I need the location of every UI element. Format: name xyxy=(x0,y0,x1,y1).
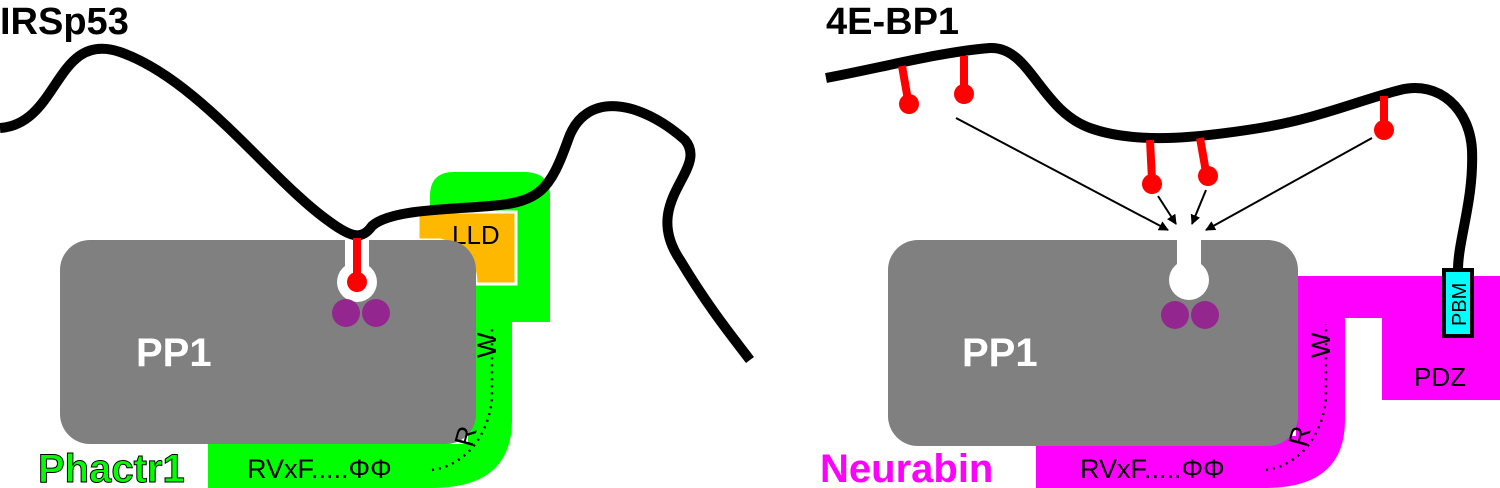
phactr1-label: Phactr1 xyxy=(38,447,185,488)
arrow-icon xyxy=(955,117,1169,231)
right-panel: 4E-BP1 PP1 PBM xyxy=(820,1,1500,488)
motif-dotted-link-right xyxy=(1265,324,1328,472)
phosphosites xyxy=(898,56,1394,194)
lollipop-icon xyxy=(1198,166,1218,186)
left-panel-title: IRSp53 xyxy=(0,1,129,43)
pp1-core-left xyxy=(60,240,476,444)
lollipop-icon xyxy=(1374,120,1394,140)
left-panel: IRSp53 LLD PP1 RVxF.....ΦΦ R W Phactr1 xyxy=(0,1,754,488)
pdz-label: PDZ xyxy=(1414,362,1466,392)
active-site-pocket-right xyxy=(1169,260,1209,300)
lollipop-icon xyxy=(347,272,367,292)
pp1-label-left: PP1 xyxy=(136,331,212,375)
arrow-icon xyxy=(1157,195,1177,225)
metal-ion-icon xyxy=(1191,301,1219,329)
pbm-label: PBM xyxy=(1449,283,1471,326)
metal-ion-icon xyxy=(1161,301,1189,329)
motif-dotted-link-left xyxy=(431,328,494,472)
residue-w-label-left: W xyxy=(472,332,502,358)
metal-ion-icon xyxy=(332,299,360,327)
neurabin-label: Neurabin xyxy=(820,447,993,488)
arrow-icon xyxy=(1190,189,1207,225)
dephosphorylation-arrows xyxy=(955,117,1373,231)
lollipop-icon xyxy=(954,84,974,104)
phosphosite-stalk xyxy=(1146,139,1156,181)
rvxf-motif-label-right: RVxF.....ΦΦ xyxy=(1080,454,1225,484)
rvxf-motif-label-left: RVxF.....ΦΦ xyxy=(247,454,392,484)
lollipop-icon xyxy=(899,94,919,114)
metal-ion-icon xyxy=(362,299,390,327)
pp1-label-right: PP1 xyxy=(962,331,1038,375)
right-panel-title: 4E-BP1 xyxy=(826,1,959,43)
pp1-core-right xyxy=(888,240,1298,446)
residue-w-label-right: W xyxy=(1306,332,1336,358)
4ebp1-chain xyxy=(825,43,1478,271)
irsp53-chain xyxy=(0,43,754,364)
phosphosite-stalk xyxy=(1196,137,1210,173)
arrow-icon xyxy=(1205,137,1373,231)
neurabin-shape xyxy=(1036,276,1500,488)
lollipop-icon xyxy=(1142,174,1162,194)
